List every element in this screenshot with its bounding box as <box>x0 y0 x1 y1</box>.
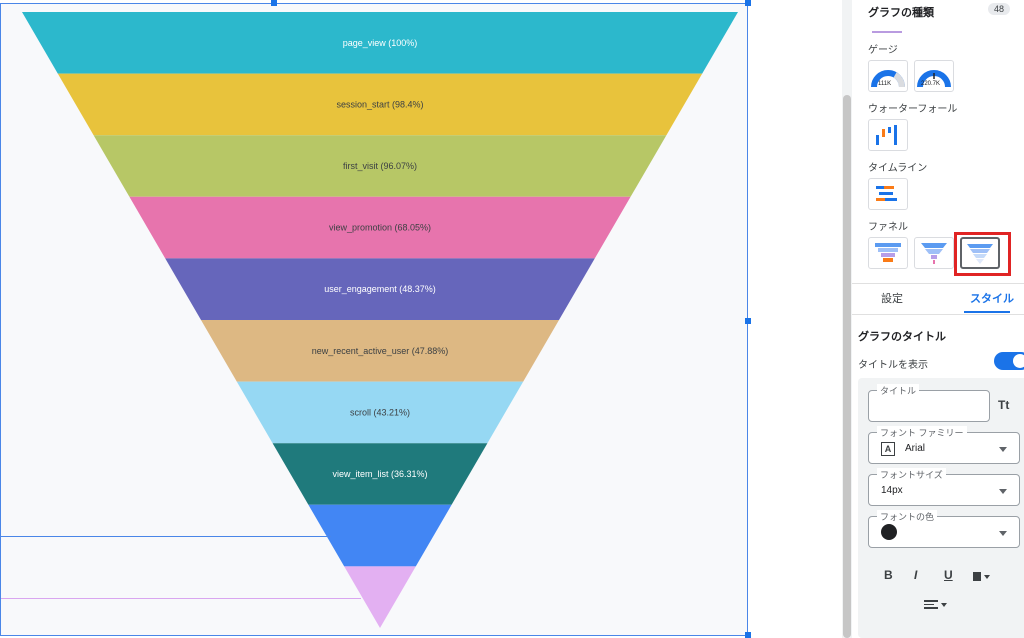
funnel-segment[interactable] <box>93 135 667 197</box>
title-input[interactable]: タイトル <box>868 384 990 422</box>
gauge-progress-chart-button[interactable]: 220.7K <box>914 60 954 92</box>
tab-setup[interactable]: 設定 <box>881 293 903 305</box>
bold-button[interactable]: B <box>884 568 893 582</box>
funnel-segment[interactable] <box>236 381 524 444</box>
canvas-guide-line-2 <box>1 598 361 599</box>
tabs-divider-bottom <box>852 314 1024 315</box>
waterfall-label: ウォーターフォール <box>868 104 958 115</box>
funnel-segment-label: view_item_list (36.31%) <box>332 469 427 479</box>
funnel-segment[interactable] <box>201 320 559 382</box>
font-icon: A <box>881 442 895 456</box>
funnel-segment-label: page_view (100%) <box>343 38 418 48</box>
funnel-segment-label: view_promotion (68.05%) <box>329 223 431 233</box>
gauge-icon-value: 111K <box>878 81 892 87</box>
gauge-chart-button[interactable]: 111K <box>868 60 908 92</box>
resize-handle-bottom-right[interactable] <box>745 632 751 638</box>
toggle-knob <box>1013 354 1024 368</box>
funnel-segment-label: session_start (98.4%) <box>336 99 423 109</box>
timeline-icon <box>876 186 897 201</box>
panel-scrollbar-thumb[interactable] <box>843 95 851 638</box>
gauge-progress-icon-value: 220.7K <box>921 81 941 87</box>
funnel-segment-label: first_visit (96.07%) <box>343 161 417 171</box>
font-family-select[interactable]: フォント ファミリー A Arial <box>868 426 1020 464</box>
chevron-down-icon <box>999 489 1007 494</box>
show-title-toggle[interactable] <box>994 352 1024 370</box>
resize-handle-top[interactable] <box>271 0 277 6</box>
waterfall-icon <box>876 125 897 145</box>
funnel-segment[interactable] <box>129 196 631 259</box>
chart-title-section-heading: グラフのタイトル <box>858 331 946 343</box>
canvas-margin <box>768 0 842 638</box>
funnel-chart: page_view (100%) session_start (98.4%) fir… <box>22 12 738 628</box>
funnel-segment[interactable] <box>165 258 595 320</box>
gauge-label: ゲージ <box>868 45 898 56</box>
funnel-segment[interactable] <box>344 566 416 628</box>
chart-type-title: グラフの種類 <box>868 7 934 19</box>
font-color-swatch <box>881 524 897 540</box>
timeline-chart-button[interactable] <box>868 178 908 210</box>
font-size-label: フォントサイズ <box>877 468 946 481</box>
font-color-select[interactable]: フォントの色 <box>868 510 1020 548</box>
tab-style-indicator <box>964 311 1010 313</box>
font-family-value: Arial <box>905 443 926 454</box>
canvas-guide-line <box>1 536 331 537</box>
selected-chart-highlight <box>954 232 1011 276</box>
fill-color-icon[interactable] <box>972 570 990 581</box>
show-title-label: タイトルを表示 <box>858 360 928 371</box>
funnel-segment[interactable] <box>308 504 452 567</box>
timeline-label: タイムライン <box>868 163 928 174</box>
align-icon[interactable] <box>924 600 947 610</box>
previous-chart-thumb-icon <box>872 25 902 33</box>
gauge-icon <box>871 70 905 88</box>
report-canvas: page_view (100%) session_start (98.4%) fir… <box>0 0 751 638</box>
funnel-segment[interactable] <box>22 12 738 74</box>
funnel-segment-label: new_recent_active_user (47.88%) <box>312 346 449 356</box>
tab-style[interactable]: スタイル <box>970 293 1014 305</box>
funnel-segment[interactable] <box>57 73 703 136</box>
font-family-label: フォント ファミリー <box>877 426 967 439</box>
funnel-segment[interactable] <box>272 443 488 505</box>
funnel-bar-chart-button[interactable] <box>868 237 908 269</box>
gauge-progress-icon <box>917 70 951 88</box>
funnel-inverted-triangle-chart-button[interactable] <box>960 237 1000 269</box>
font-color-label: フォントの色 <box>877 510 938 523</box>
resize-handle-right[interactable] <box>745 318 751 324</box>
underline-button[interactable]: U <box>944 568 953 582</box>
resize-handle-top-right[interactable] <box>745 0 751 6</box>
font-size-value: 14px <box>881 485 903 496</box>
chevron-down-icon <box>999 447 1007 452</box>
title-style-card: タイトル Tt フォント ファミリー A Arial フォントサイズ 14px … <box>858 378 1024 638</box>
properties-panel: グラフの種類 48 ゲージ 111K 220.7K ウォーターフォール タイムラ… <box>852 0 1024 638</box>
title-input-label: タイトル <box>877 384 920 397</box>
funnel-segment-label: scroll (43.21%) <box>350 407 410 417</box>
funnel-segment-label: user_engagement (48.37%) <box>324 284 436 294</box>
font-size-select[interactable]: フォントサイズ 14px <box>868 468 1020 506</box>
tabs-divider-top <box>852 283 1024 284</box>
chart-type-count-badge: 48 <box>988 3 1011 15</box>
chevron-down-icon <box>999 531 1007 536</box>
funnel-chart-frame[interactable]: page_view (100%) session_start (98.4%) fir… <box>0 3 748 636</box>
waterfall-chart-button[interactable] <box>868 119 908 151</box>
funnel-triangle-icon <box>967 244 993 264</box>
funnel-bar-icon <box>875 243 901 262</box>
funnel-column-chart-button[interactable] <box>914 237 954 269</box>
funnel-label: ファネル <box>868 222 908 233</box>
text-size-icon[interactable]: Tt <box>998 398 1010 412</box>
italic-button[interactable]: I <box>914 568 918 582</box>
funnel-column-icon <box>921 243 947 264</box>
